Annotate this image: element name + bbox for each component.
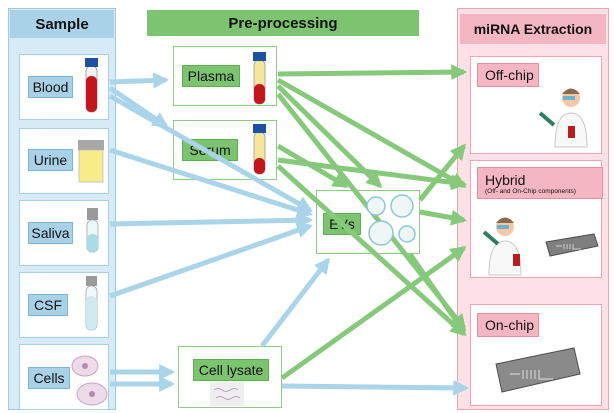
saliva-tube-icon [86,208,99,253]
arrow-saliva-evs [109,212,314,229]
cell-lysate-card: Cell lysate [178,346,282,408]
cells-icon [71,355,108,406]
arrow-cells-onchip [281,379,470,396]
arrow-blood-plasma [109,72,170,89]
sample-label-blood: Blood [28,76,73,98]
arrow-plasma-offchip [277,64,468,81]
arrow-evs-onchip [407,252,467,335]
plasma-label: Plasma [182,65,240,87]
sample-label-cells: Cells [28,367,70,389]
sample-column-header: Sample [10,10,114,38]
on-chip-card: On-chip [470,304,602,406]
sample-card-cells: Cells [19,344,109,410]
serum-tube-icon [253,124,266,175]
arrow-evs-offchip [418,143,467,202]
arrow-plasma-hybrid [276,77,467,189]
microfluidic-chip-large-icon [495,347,581,393]
cell-lysate-icon [210,382,244,406]
evs-vesicles-icon [366,194,416,246]
blood-tube-icon [85,58,98,113]
hybrid-note: (Off- and On-Chip components) [485,187,576,195]
hybrid-label: Hybrid [485,171,526,188]
cell-lysate-label: Cell lysate [193,359,269,381]
sample-card-urine: Urine [19,128,109,194]
hybrid-card: Hybrid (Off- and On-Chip components) [470,160,603,278]
sample-label-urine: Urine [28,149,73,171]
preprocessing-column-header: Pre-processing [147,10,419,36]
hybrid-label-box: Hybrid (Off- and On-Chip components) [477,167,603,199]
arrow-evs-hybrid [419,209,468,226]
microfluidic-chip-icon [545,233,599,257]
scientist-icon [538,88,588,148]
scientist-hybrid-icon [482,217,522,276]
extraction-column-header: miRNA Extraction [460,14,606,44]
arrow-serum-hybrid [277,157,468,191]
urine-cup-icon [78,140,104,183]
arrow-urine-evs [109,147,314,218]
arrow-blood-evs [108,93,313,213]
arrow-serum-onchip [276,164,467,337]
plasma-tube-icon [253,52,266,105]
sample-label-csf: CSF [28,294,68,316]
arrow-csf-evs [109,222,314,299]
sample-label-saliva: Saliva [28,222,73,244]
csf-tube-icon [85,276,98,331]
arrow-lysate-evs [260,257,330,348]
arrow-blood-serum [108,85,169,129]
on-chip-label: On-chip [477,313,539,337]
arrow-lysate-hybrid [280,245,467,381]
off-chip-label: Off-chip [477,63,539,87]
